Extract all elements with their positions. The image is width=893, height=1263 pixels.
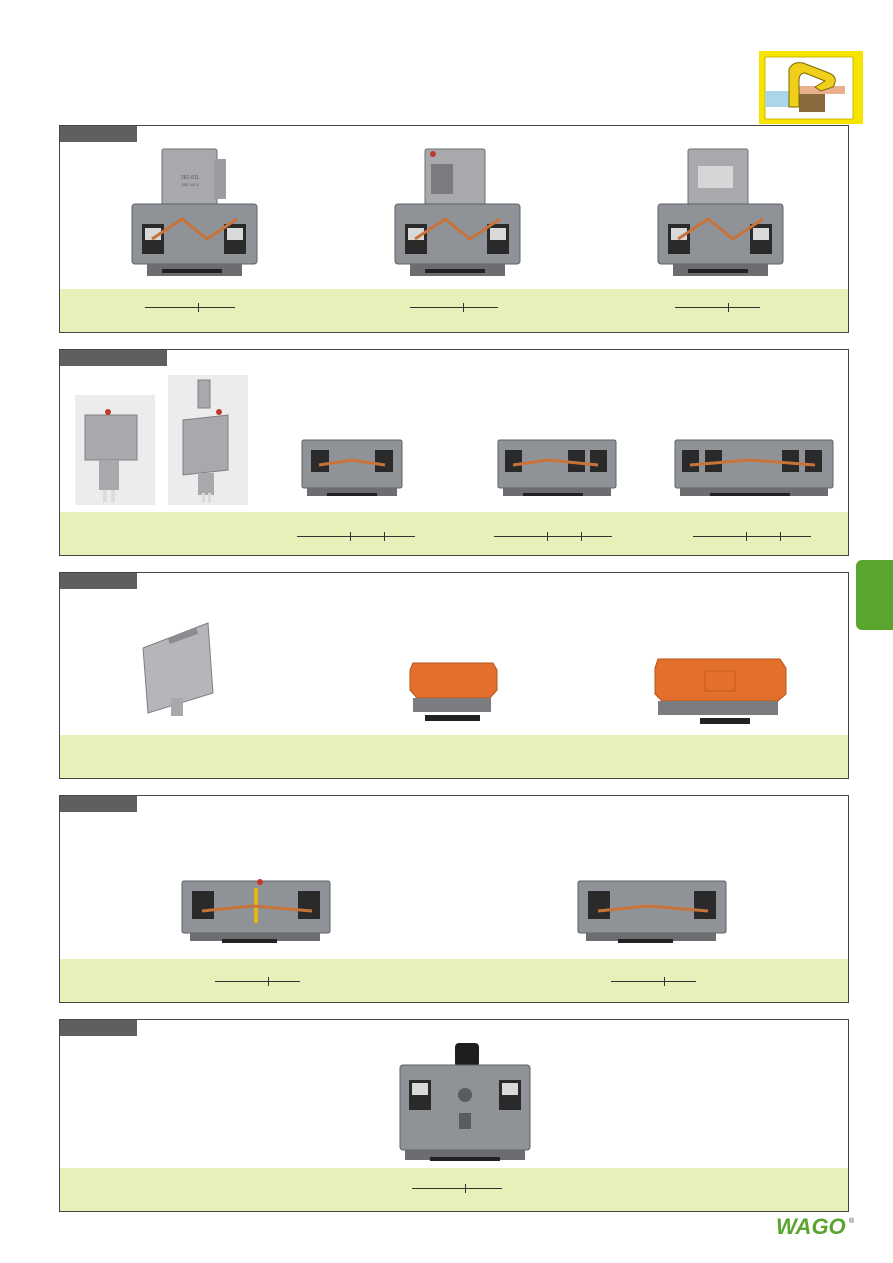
fuse-terminal-image bbox=[394, 148, 521, 276]
spec-strip bbox=[60, 1168, 848, 1211]
accessories-panel bbox=[59, 572, 849, 779]
disconnect-terminal-image bbox=[181, 879, 331, 943]
section-tag bbox=[60, 1020, 137, 1036]
dimension-rule bbox=[494, 532, 612, 541]
fuse-marking-line1: 281-611 bbox=[181, 175, 199, 181]
terminal-block-image bbox=[497, 439, 617, 496]
wago-trademark: ® bbox=[849, 1217, 855, 1225]
plug-in-module-image bbox=[142, 622, 214, 716]
dimension-rule bbox=[675, 303, 760, 312]
fuse-terminal-image bbox=[657, 148, 784, 276]
dimension-rule bbox=[693, 532, 811, 541]
section-tag bbox=[60, 573, 137, 589]
cage-clamp-connection-icon bbox=[759, 51, 863, 124]
fuse-plug-image bbox=[168, 375, 248, 505]
spec-strip bbox=[60, 735, 848, 778]
orange-cover-image bbox=[409, 662, 498, 721]
fuse-terminal-image: 281-611 250 V/2.5 bbox=[131, 148, 258, 276]
fuse-marking-line2: 250 V/2.5 bbox=[181, 182, 199, 187]
dimension-rule bbox=[215, 977, 300, 986]
dimension-rule bbox=[410, 303, 498, 312]
section-tag bbox=[60, 796, 137, 812]
section-tag bbox=[60, 350, 167, 366]
disconnect-terminal-image bbox=[577, 880, 727, 943]
orange-cover-image bbox=[654, 658, 787, 724]
side-tab-marker-icon bbox=[856, 560, 893, 630]
wago-logo-text: WAGO bbox=[776, 1214, 846, 1239]
test-terminal-image bbox=[399, 1043, 531, 1161]
fuse-terminal-panel: 281-611 250 V/2.5 bbox=[59, 125, 849, 333]
dimension-rule bbox=[412, 1184, 502, 1193]
wago-logo: WAGO ® bbox=[776, 1214, 855, 1239]
spec-strip bbox=[60, 289, 848, 332]
disconnect-terminal-panel bbox=[59, 795, 849, 1003]
spec-strip bbox=[60, 959, 848, 1002]
fuse-plug-image bbox=[75, 395, 155, 505]
test-terminal-panel bbox=[59, 1019, 849, 1212]
terminal-block-image bbox=[674, 439, 834, 496]
terminal-block-image bbox=[301, 439, 403, 496]
spec-strip bbox=[60, 512, 848, 555]
section-tag bbox=[60, 126, 137, 142]
dimension-rule bbox=[145, 303, 235, 312]
fuse-plug-panel bbox=[59, 349, 849, 556]
dimension-rule bbox=[611, 977, 696, 986]
dimension-rule bbox=[297, 532, 415, 541]
